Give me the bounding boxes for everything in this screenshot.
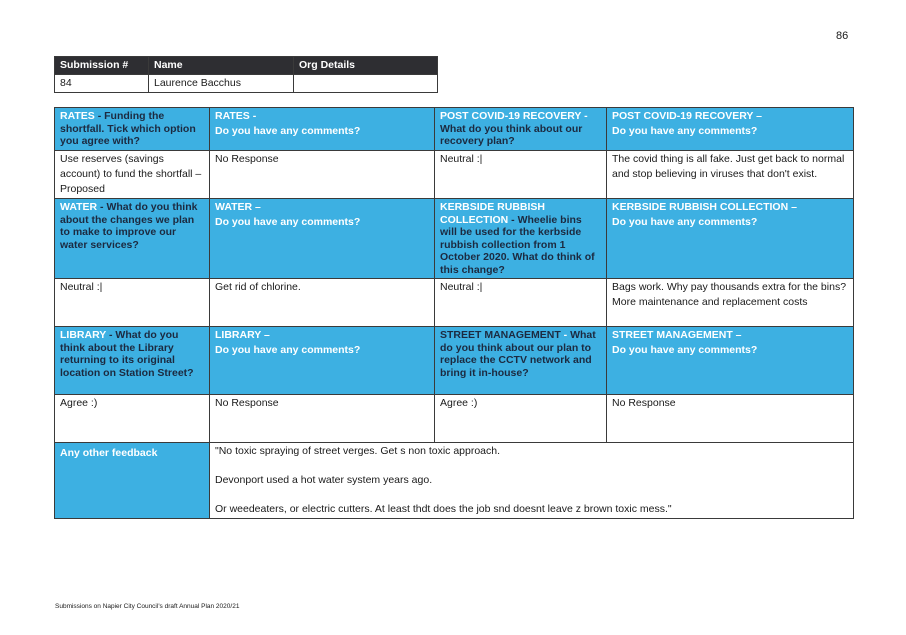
kerbside-question: KERBSIDE RUBBISH COLLECTION - Wheelie bi… (434, 198, 607, 279)
submission-value-row: 84 Laurence Bacchus (54, 74, 438, 93)
water-comments-text: Do you have any comments? (215, 215, 361, 228)
library-comments-title: LIBRARY – (215, 329, 270, 341)
feedback-line: Devonport used a hot water system years … (215, 474, 433, 486)
library-street-question-row: LIBRARY - What do you think about the Li… (54, 326, 854, 395)
name-header: Name (148, 56, 294, 75)
street-question: STREET MANAGEMENT - What do you think ab… (434, 326, 607, 395)
street-comments-answer: No Response (606, 394, 854, 443)
library-answer: Agree :) (54, 394, 210, 443)
street-comments-title: STREET MANAGEMENT – (612, 329, 742, 341)
other-feedback-title: Any other feedback (60, 447, 158, 459)
water-comments-title: WATER – (215, 201, 261, 213)
water-question-text: - What do you think about the changes we… (60, 201, 198, 251)
rates-comments-answer: No Response (209, 150, 435, 199)
submission-number: 84 (54, 74, 149, 93)
covid-comments-text: Do you have any comments? (612, 124, 758, 137)
water-title: WATER (60, 201, 98, 213)
footer-text: Submissions on Napier City Council's dra… (55, 603, 240, 610)
other-feedback-answer: "No toxic spraying of street verges. Get… (209, 442, 854, 519)
water-kerbside-answer-row: Neutral :| Get rid of chlorine. Neutral … (54, 278, 854, 327)
rates-covid-question-row: RATES - Funding the shortfall. Tick whic… (54, 107, 854, 151)
kerbside-answer: Neutral :| (434, 278, 607, 327)
water-comments-question: WATER – Do you have any comments? (209, 198, 435, 279)
submitter-name: Laurence Bacchus (148, 74, 294, 93)
library-question-text: - What do you think about the Library re… (60, 329, 194, 379)
street-question-text: What do you think about our plan to repl… (440, 329, 596, 379)
feedback-line: Or weedeaters, or electric cutters. At l… (215, 503, 672, 515)
library-street-answer-row: Agree :) No Response Agree :) No Respons… (54, 394, 854, 443)
street-comments-question: STREET MANAGEMENT – Do you have any comme… (606, 326, 854, 395)
street-answer: Agree :) (434, 394, 607, 443)
rates-comments-text: Do you have any comments? (215, 124, 361, 137)
page-number: 86 (836, 30, 849, 42)
library-comments-answer: No Response (209, 394, 435, 443)
rates-title: RATES (60, 110, 95, 122)
covid-recovery-question: POST COVID-19 RECOVERY - What do you thi… (434, 107, 607, 151)
feedback-line: "No toxic spraying of street verges. Get… (215, 445, 501, 457)
kerbside-comments-question: KERBSIDE RUBBISH COLLECTION – Do you have… (606, 198, 854, 279)
feedback-table: RATES - Funding the shortfall. Tick whic… (54, 107, 854, 519)
library-comments-text: Do you have any comments? (215, 343, 361, 356)
covid-comments-title: POST COVID-19 RECOVERY – (612, 110, 762, 122)
covid-recovery-answer: Neutral :| (434, 150, 607, 199)
kerbside-comments-answer: Bags work. Why pay thousands extra for t… (606, 278, 854, 327)
covid-question-text: What do you think about our recovery pla… (440, 122, 583, 148)
org-details-header: Org Details (293, 56, 438, 75)
library-question: LIBRARY - What do you think about the Li… (54, 326, 210, 395)
water-comments-answer: Get rid of chlorine. (209, 278, 435, 327)
org-details (293, 74, 438, 93)
rates-question-text: - Funding the shortfall. Tick which opti… (60, 110, 196, 147)
rates-comments-title: RATES - (215, 110, 257, 122)
water-question: WATER - What do you think about the chan… (54, 198, 210, 279)
kerbside-comments-title: KERBSIDE RUBBISH COLLECTION – (612, 201, 797, 213)
rates-comments-question: RATES - Do you have any comments? (209, 107, 435, 151)
covid-comments-answer: The covid thing is all fake. Just get ba… (606, 150, 854, 199)
rates-covid-answer-row: Use reserves (savings account) to fund t… (54, 150, 854, 199)
street-comments-text: Do you have any comments? (612, 343, 758, 356)
street-separator: - (560, 329, 571, 341)
rates-funding-question: RATES - Funding the shortfall. Tick whic… (54, 107, 210, 151)
other-feedback-row: Any other feedback "No toxic spraying of… (54, 442, 854, 519)
water-answer: Neutral :| (54, 278, 210, 327)
water-kerbside-question-row: WATER - What do you think about the chan… (54, 198, 854, 279)
covid-title: POST COVID-19 RECOVERY - (440, 110, 588, 122)
library-title: LIBRARY (60, 329, 107, 341)
submission-table: Submission # Name Org Details 84 Laurenc… (54, 56, 438, 93)
other-feedback-label: Any other feedback (54, 442, 210, 519)
kerbside-question-text: - Wheelie bins will be used for the kerb… (440, 213, 595, 276)
rates-funding-answer: Use reserves (savings account) to fund t… (54, 150, 210, 199)
submission-number-header: Submission # (54, 56, 149, 75)
library-comments-question: LIBRARY – Do you have any comments? (209, 326, 435, 395)
kerbside-comments-text: Do you have any comments? (612, 215, 758, 228)
covid-comments-question: POST COVID-19 RECOVERY – Do you have any … (606, 107, 854, 151)
kerbside-title: KERBSIDE RUBBISH COLLECTION (440, 201, 546, 226)
submission-header-row: Submission # Name Org Details (54, 56, 438, 75)
street-title: STREET MANAGEMENT (440, 329, 561, 341)
